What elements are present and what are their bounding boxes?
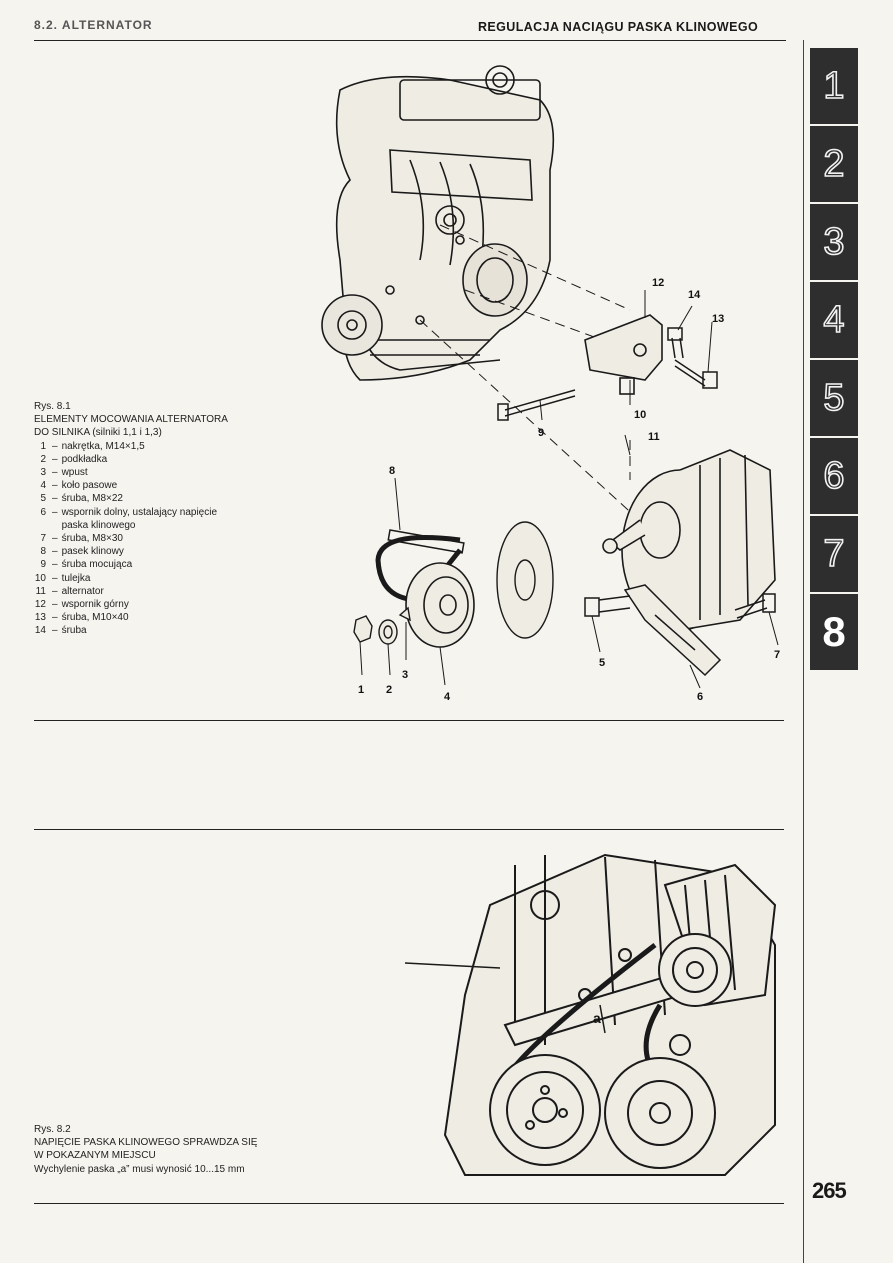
tab-1[interactable]: 1	[810, 48, 858, 124]
callout-9: 9	[538, 427, 544, 439]
callout-14: 14	[688, 289, 701, 301]
pointer-line	[405, 962, 501, 969]
legend-item: 1–nakrętka, M14×1,5	[40, 440, 145, 452]
legend-item: 3–wpust	[40, 467, 88, 479]
callout-3: 3	[402, 669, 408, 681]
legend-item: 8–pasek klinowy	[40, 546, 124, 558]
section-divider	[34, 720, 784, 721]
margin-rule	[803, 40, 804, 1263]
figure-note: Wychylenie paska „a” musi wynosić 10...1…	[34, 1163, 245, 1175]
legend-item: 6–wspornik dolny, ustalający napięcie	[40, 506, 218, 518]
tab-label: 2	[823, 142, 846, 186]
tab-label: 7	[823, 532, 846, 576]
tab-2[interactable]: 2	[810, 126, 858, 202]
v-belt	[375, 535, 462, 603]
callout-12: 12	[652, 277, 664, 289]
legend-item: 11–alternator	[35, 585, 104, 597]
callout-8: 8	[389, 465, 395, 477]
callout-7: 7	[774, 649, 780, 661]
tab-label: 6	[823, 454, 846, 498]
legend-item: 5–śruba, M8×22	[40, 493, 123, 505]
tab-6[interactable]: 6	[810, 438, 858, 514]
tab-label: 8	[822, 608, 846, 655]
legend-item-cont: –paska klinowego	[61, 519, 136, 531]
figure-title-line: DO SILNIKA (silniki 1,1 i 1,3)	[34, 427, 162, 439]
callout-11: 11	[648, 431, 660, 443]
figure-8-1-drawing: 1 2 3 4 5 6 7 8 9 10 11 12 13 14	[321, 65, 780, 703]
section-divider	[34, 829, 784, 830]
callout-10: 10	[634, 409, 646, 421]
deflection-marker-a: a	[593, 1010, 601, 1026]
figure-8-2-drawing: a	[405, 853, 777, 1176]
legend-item: 9–śruba mocująca	[40, 559, 133, 571]
section-header: 8.2. ALTERNATOR	[34, 18, 153, 32]
footer-rule	[34, 1203, 784, 1204]
tab-3[interactable]: 3	[810, 204, 858, 280]
tab-7[interactable]: 7	[810, 516, 858, 592]
callout-2: 2	[386, 684, 392, 696]
legend-item: 12–wspornik górny	[34, 599, 129, 611]
figure-label: Rys. 8.1	[34, 401, 71, 412]
figure-legend: 1–nakrętka, M14×1,5 2–podkładka 3–wpust …	[34, 440, 294, 638]
page-header-title: REGULACJA NACIĄGU PASKA KLINOWEGO	[478, 20, 759, 34]
tab-label: 1	[823, 64, 846, 108]
figure-8-1-caption: Rys. 8.1 ELEMENTY MOCOWANIA ALTERNATORA …	[34, 400, 294, 638]
tab-label: 5	[823, 376, 846, 420]
header-rule	[34, 40, 786, 41]
callout-13: 13	[712, 313, 724, 325]
tab-5[interactable]: 5	[810, 360, 858, 436]
legend-item: 2–podkładka	[40, 453, 108, 465]
legend-item: 4–koło pasowe	[40, 480, 118, 492]
callout-6: 6	[697, 691, 703, 703]
legend-item: 7–śruba, M8×30	[40, 533, 123, 545]
tab-8-active[interactable]: 8	[810, 594, 858, 670]
figure-title-line: ELEMENTY MOCOWANIA ALTERNATORA	[34, 414, 228, 426]
legend-item: 14–śruba	[34, 625, 87, 637]
figure-label: Rys. 8.2	[34, 1124, 71, 1135]
legend-item: 13–śruba, M10×40	[34, 612, 129, 624]
figure-title-line: NAPIĘCIE PASKA KLINOWEGO SPRAWDZA SIĘ	[34, 1137, 258, 1149]
tab-4[interactable]: 4	[810, 282, 858, 358]
tab-label: 4	[823, 298, 846, 342]
page-number: 265	[812, 1178, 847, 1203]
callout-4: 4	[444, 691, 451, 703]
tab-label: 3	[823, 220, 846, 264]
callout-5: 5	[599, 657, 605, 669]
figure-8-2-caption: Rys. 8.2 NAPIĘCIE PASKA KLINOWEGO SPRAWD…	[34, 1123, 334, 1176]
figure-title-line: W POKAZANYM MIEJSCU	[34, 1150, 156, 1162]
legend-item: 10–tulejka	[34, 572, 91, 584]
callout-1: 1	[358, 684, 364, 696]
